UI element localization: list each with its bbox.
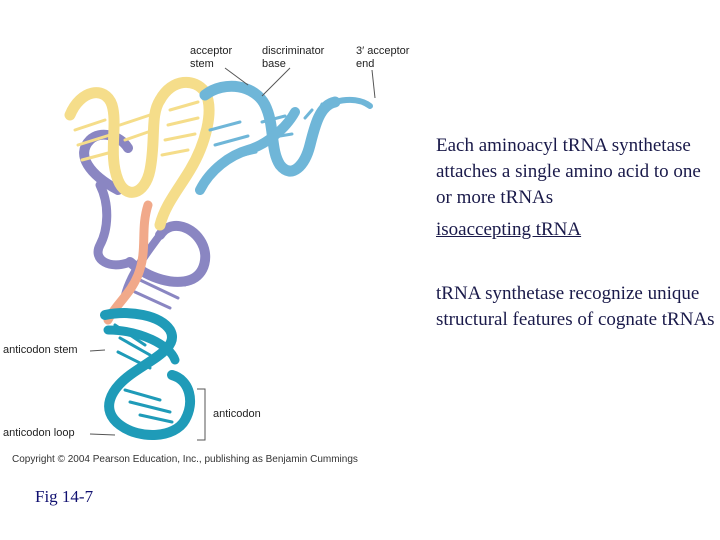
acceptor-stem-label: acceptor stem	[190, 45, 232, 71]
discriminator-label-line1: discriminator	[262, 45, 325, 57]
acceptor-end-label-line2: end	[356, 58, 375, 70]
discriminator-base-label: discriminator base	[262, 45, 324, 71]
point-synthetase-attaches: Each aminoacyl tRNA synthetase attaches …	[436, 135, 701, 208]
acceptor-end-label: 3′ acceptor end	[356, 45, 409, 71]
leader-lines	[89, 67, 376, 441]
acceptor-stem-blue	[195, 80, 373, 195]
anticodon-loop-label: anticodon loop	[3, 427, 75, 439]
point-recognize-features: tRNA synthetase recognize unique structu…	[436, 283, 715, 330]
connector-strand	[103, 200, 153, 325]
anticodon-label: anticodon	[213, 408, 261, 420]
figure-caption: Fig 14-7	[35, 487, 94, 506]
discriminator-label-line2: base	[262, 58, 286, 70]
point-isoaccepting-trna: isoaccepting tRNA	[436, 219, 582, 240]
acceptor-stem-label-line1: acceptor	[190, 45, 233, 57]
acceptor-end-label-line1: 3′ acceptor	[356, 45, 410, 57]
text-panel: Each aminoacyl tRNA synthetase attaches …	[436, 133, 718, 333]
copyright-line: Copyright © 2004 Pearson Education, Inc.…	[12, 454, 358, 465]
anticodon-arm	[100, 308, 196, 441]
acceptor-stem-label-line2: stem	[190, 58, 214, 70]
acceptor-stem-yellow	[64, 76, 215, 231]
trna-figure: acceptor stem discriminator base 3′ acce…	[0, 30, 430, 475]
anticodon-stem-label: anticodon stem	[3, 344, 78, 356]
trna-structure-illustration	[64, 67, 376, 441]
